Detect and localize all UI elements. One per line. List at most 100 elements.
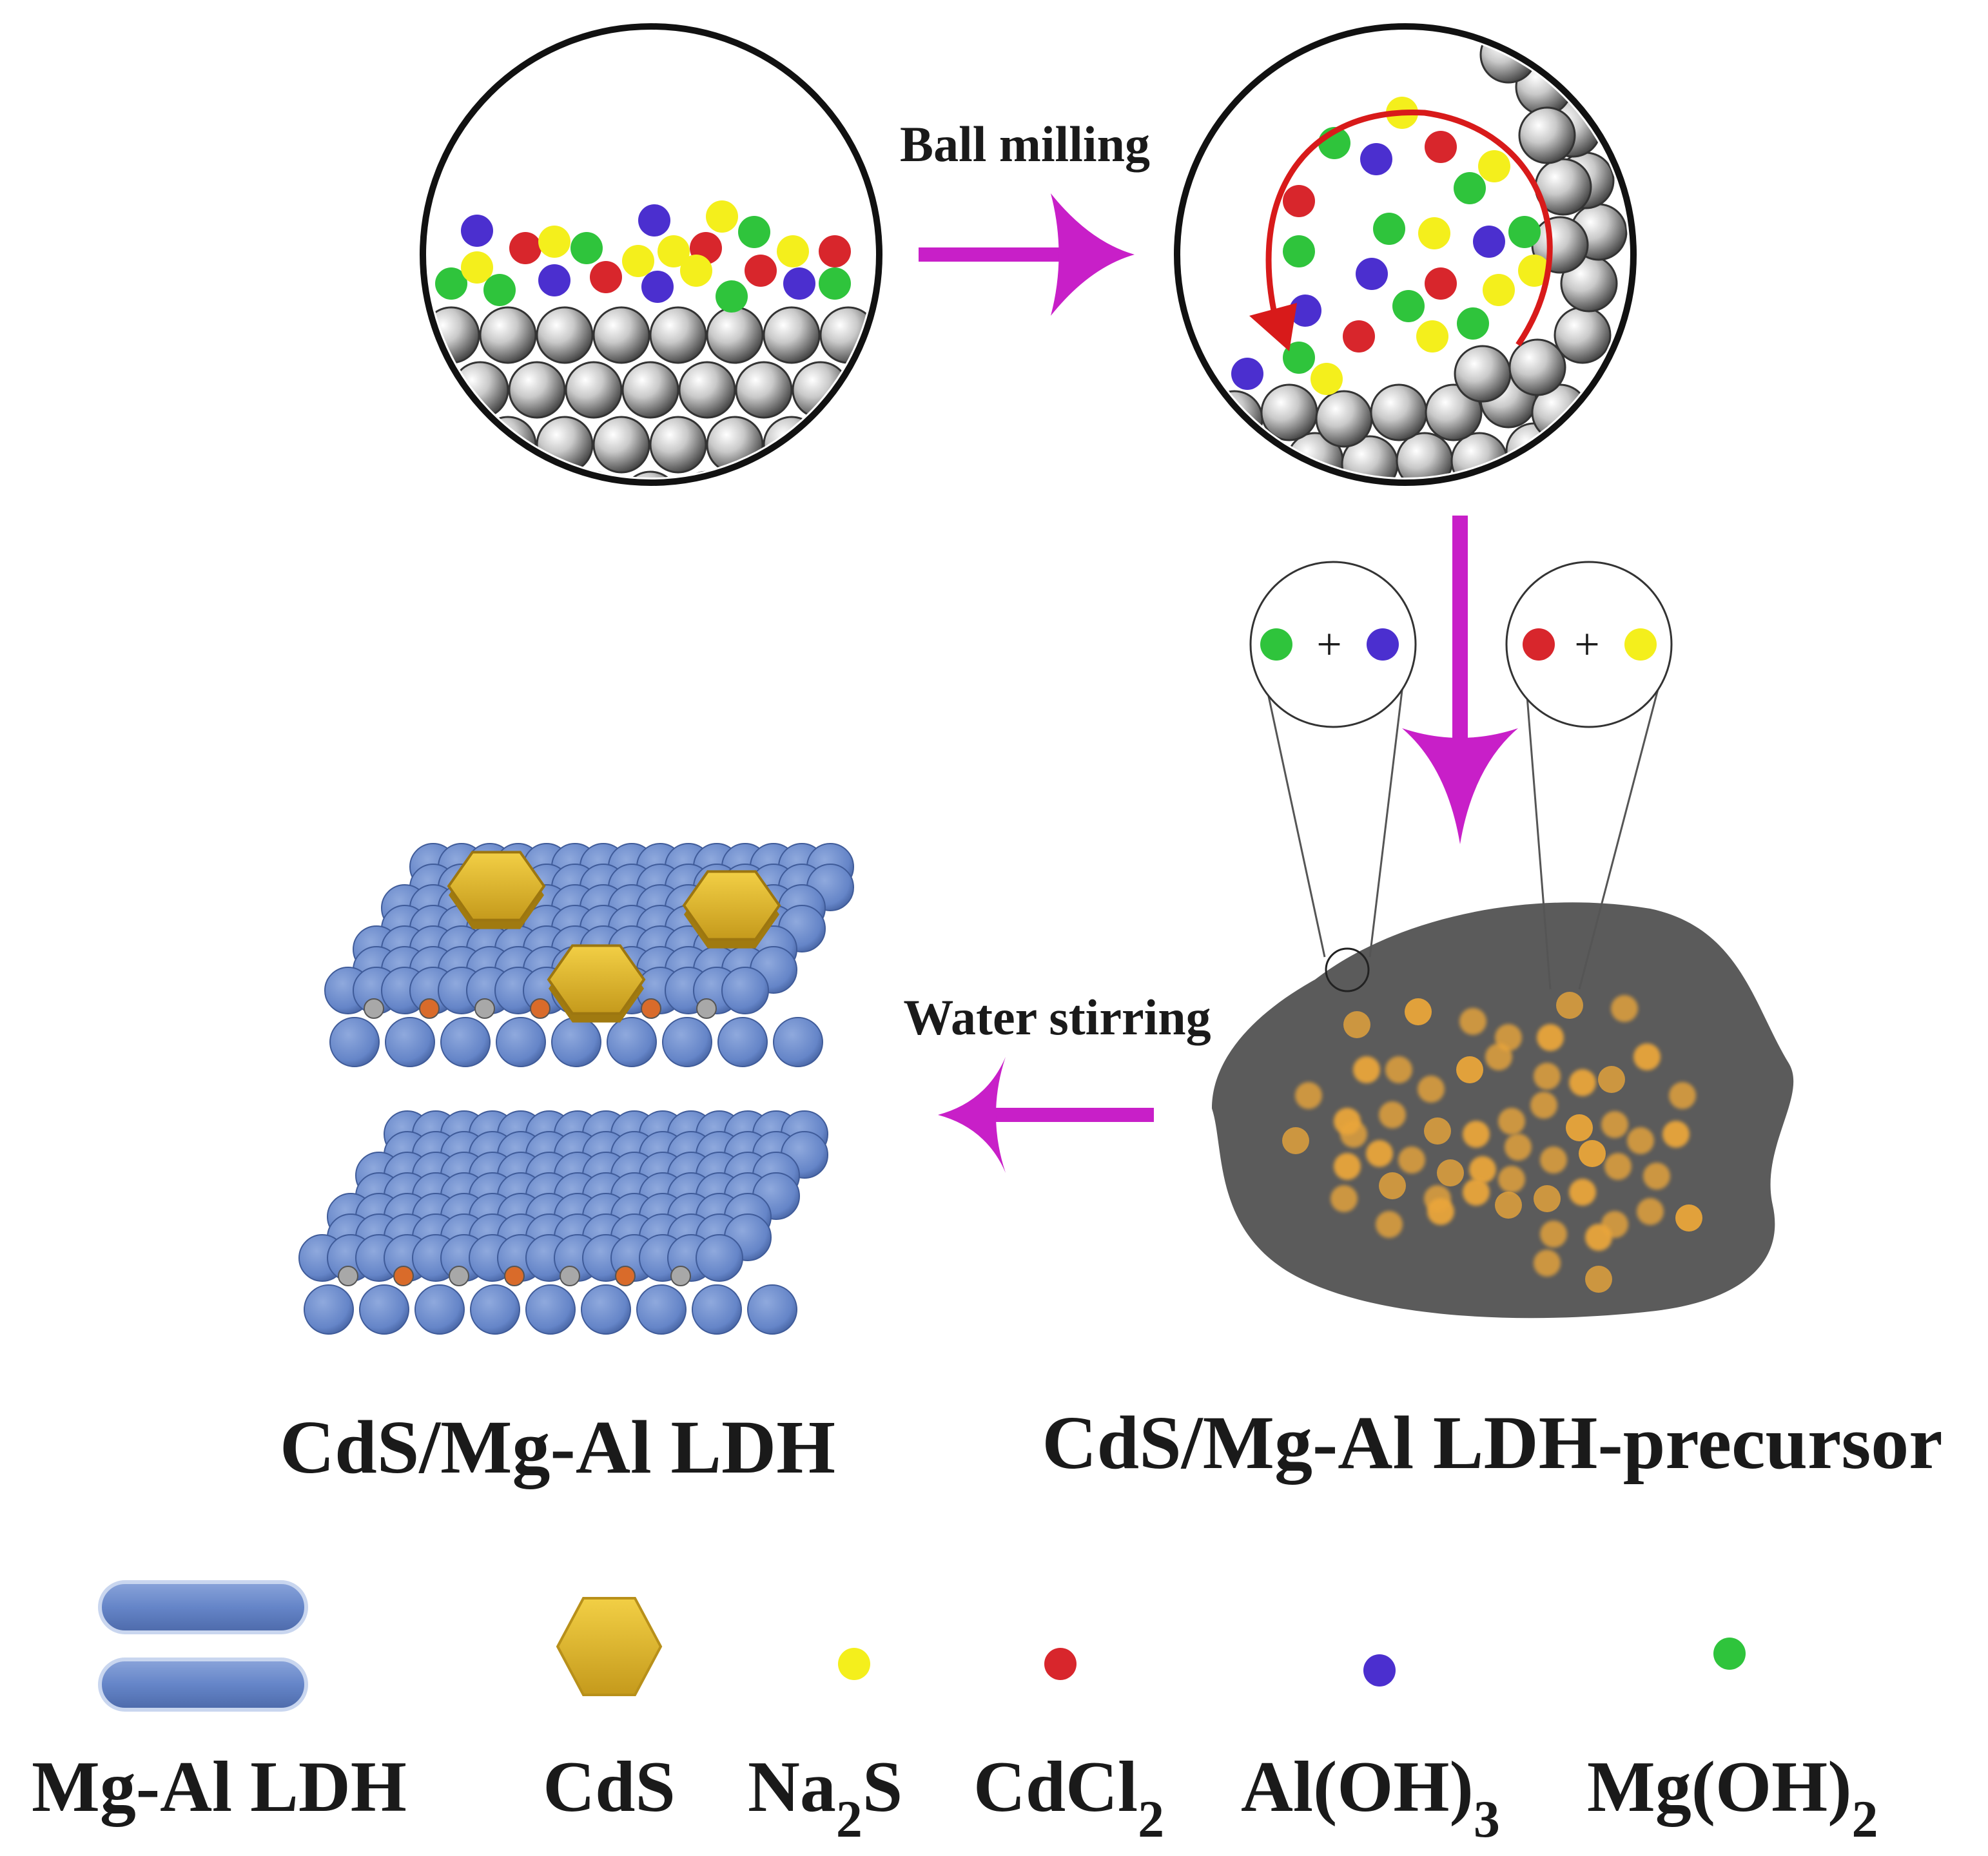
- mill-jar-before: [420, 23, 882, 582]
- cdcl2-particle: [1343, 320, 1375, 353]
- cds-nanoparticle: [1534, 1063, 1561, 1090]
- na2s-particle: [1483, 274, 1515, 306]
- interlayer-anion: [641, 998, 661, 1019]
- cds-nanoparticle: [1469, 1156, 1496, 1183]
- steel-ball: [592, 306, 650, 364]
- ldh-sphere: [747, 1284, 797, 1335]
- steel-ball: [537, 527, 592, 582]
- steel-ball: [1518, 106, 1576, 164]
- na2s-particle: [1478, 150, 1510, 182]
- cds-nanoparticle: [1459, 1008, 1486, 1035]
- reactant-particles: [435, 200, 851, 313]
- steel-ball: [707, 527, 763, 582]
- cds-nanoparticle: [1569, 1179, 1596, 1206]
- steel-ball: [1454, 345, 1512, 403]
- mgoh2-particle: [483, 274, 516, 306]
- cds-nanoparticle: [1669, 1082, 1696, 1109]
- cds-nanoparticle: [1556, 992, 1583, 1019]
- ldh-sphere: [525, 1284, 576, 1335]
- cds-nanoparticle: [1534, 1185, 1561, 1212]
- cds-nanoparticle: [1405, 998, 1432, 1025]
- ldh-sphere: [359, 1284, 409, 1335]
- mgoh2-particle: [1373, 213, 1405, 245]
- ldh-sphere: [717, 1017, 768, 1067]
- cds-hexagons-on-ldh: [447, 851, 781, 1023]
- cdcl2-particle: [590, 261, 622, 293]
- steel-ball: [763, 306, 821, 364]
- precursor-blob: [1212, 902, 1794, 1319]
- final-product-label: CdS/Mg-Al LDH: [280, 1405, 835, 1489]
- steel-ball: [508, 470, 566, 478]
- aloh3-particle: [1360, 143, 1392, 175]
- mgoh2-particle: [1283, 342, 1315, 374]
- ldh-sphere: [692, 1284, 742, 1335]
- cds-nanoparticle: [1424, 1117, 1451, 1145]
- interlayer-cation: [696, 998, 717, 1019]
- legend-aloh3-dot: [1363, 1654, 1396, 1687]
- legend-na2s-dot: [838, 1648, 870, 1680]
- ldh-sphere: [551, 1017, 601, 1067]
- interlayer-anion: [615, 1266, 636, 1286]
- legend-cds-hexagon-icon: [556, 1597, 663, 1696]
- cds-nanoparticle: [1398, 1146, 1425, 1174]
- aloh3-particle: [1356, 258, 1388, 290]
- aloh3-particle: [1289, 295, 1321, 327]
- mgoh2-particle: [1392, 290, 1425, 322]
- cds-nanoparticle: [1611, 995, 1638, 1022]
- cds-nanoparticle: [1456, 1056, 1483, 1083]
- steel-ball: [706, 306, 764, 364]
- cds-nanoparticle: [1418, 1076, 1445, 1103]
- steel-ball: [819, 416, 874, 474]
- mgoh2-particle: [1283, 235, 1315, 267]
- cds-nanoparticle: [1662, 1121, 1690, 1148]
- mgoh2-particle: [738, 216, 770, 248]
- steel-ball: [1182, 432, 1234, 478]
- steel-ball: [428, 416, 480, 474]
- plus-sign-right: +: [1574, 620, 1599, 670]
- interlayer-cation: [449, 1266, 469, 1286]
- mgoh2-particle: [819, 267, 851, 300]
- mgoh2-particle: [570, 232, 603, 264]
- water-stirring-label: Water stirring: [903, 989, 1211, 1045]
- interlayer-anion: [504, 1266, 525, 1286]
- legend: Mg-Al LDH CdS Na2S CdCl2 Al(OH)3 Mg(OH)2: [32, 1580, 1878, 1848]
- na2s-particle: [622, 245, 654, 277]
- cds-nanoparticle: [1540, 1146, 1567, 1174]
- steel-ball: [735, 361, 793, 419]
- steel-ball: [594, 527, 649, 582]
- ldh-sphere: [496, 1017, 546, 1067]
- na2s-particle: [1418, 217, 1450, 249]
- cds-nanoparticle: [1385, 1056, 1412, 1083]
- aloh3-particle: [1231, 358, 1263, 390]
- cds-nanoparticle: [1427, 1198, 1454, 1225]
- cds-nanoparticle: [1463, 1179, 1490, 1206]
- cds-nanoparticle: [1537, 1024, 1564, 1051]
- aloh3-particle: [461, 215, 493, 247]
- interlayer-cation: [670, 1266, 691, 1286]
- steel-ball: [735, 470, 793, 478]
- cds-nanoparticle: [1379, 1101, 1406, 1128]
- cds-nanoparticle: [1585, 1266, 1612, 1293]
- interlayer-cation: [338, 1266, 358, 1286]
- cds-nanoparticle: [1379, 1172, 1406, 1199]
- steel-ball: [650, 527, 706, 582]
- ldh-sphere: [721, 967, 769, 1014]
- arrow-down: [1402, 516, 1518, 844]
- steel-ball: [1508, 338, 1566, 396]
- na2s-particle: [1624, 628, 1657, 661]
- cds-nanoparticle: [1498, 1108, 1525, 1135]
- mill-jar-after: [1174, 23, 1637, 486]
- legend-ldh-icon: [98, 1580, 308, 1712]
- cds-nanoparticle: [1598, 1066, 1625, 1093]
- na2s-particle: [1311, 363, 1343, 395]
- mgoh2-particle: [1260, 628, 1292, 661]
- steel-ball: [508, 361, 566, 419]
- cds-nanoparticle: [1340, 1121, 1367, 1148]
- rotation-arrow-head: [1249, 303, 1297, 351]
- steel-ball: [536, 306, 594, 364]
- cdcl2-particle: [1425, 131, 1457, 163]
- cdcl2-particle: [745, 255, 777, 287]
- ldh-sphere: [414, 1284, 465, 1335]
- cds-nanoparticle: [1637, 1198, 1664, 1225]
- ldh-layer-bottom: [298, 1110, 828, 1335]
